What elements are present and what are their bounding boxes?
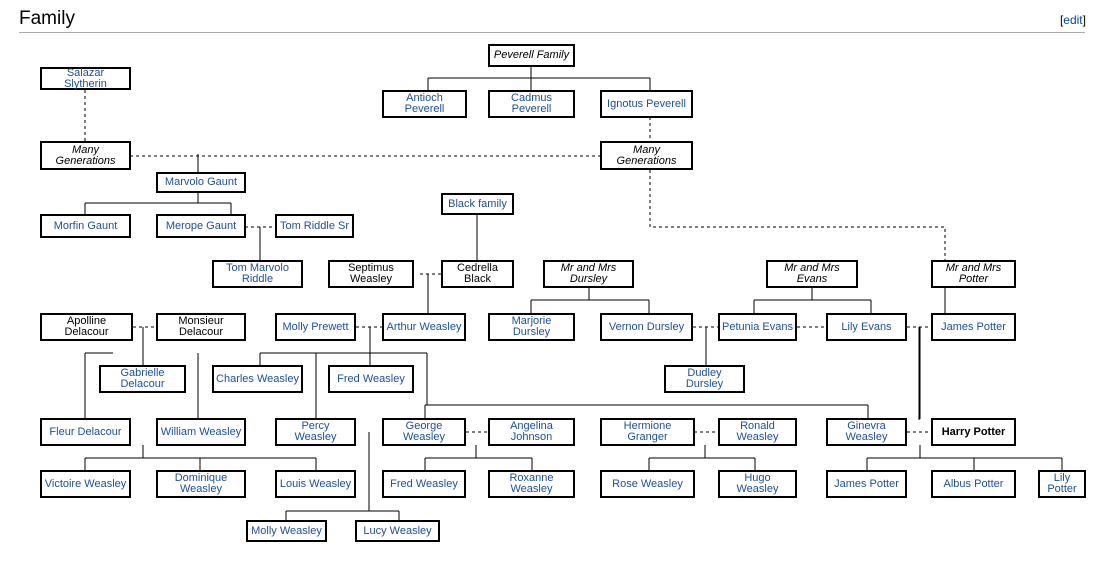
node-percy-weasley[interactable]: Percy Weasley	[275, 418, 356, 446]
node-ignotus-peverell[interactable]: Ignotus Peverell	[600, 90, 693, 118]
node-victoire-weasley[interactable]: Victoire Weasley	[40, 470, 131, 498]
node-apolline-delacour: Apolline Delacour	[40, 313, 133, 341]
edit-link[interactable]: edit	[1063, 13, 1083, 27]
node-angelina-johnson[interactable]: Angelina Johnson	[488, 418, 575, 446]
node-ronald-weasley[interactable]: Ronald Weasley	[718, 418, 797, 446]
node-william-weasley[interactable]: William Weasley	[156, 418, 246, 446]
node-albus-potter[interactable]: Albus Potter	[931, 470, 1016, 498]
section-heading: Family	[19, 8, 75, 29]
node-louis-weasley[interactable]: Louis Weasley	[275, 470, 356, 498]
node-lily-potter[interactable]: Lily Potter	[1038, 470, 1086, 498]
node-many-generations-right: Many Generations	[600, 141, 693, 170]
node-james-potter[interactable]: James Potter	[931, 313, 1016, 341]
node-hugo-weasley[interactable]: Hugo Weasley	[718, 470, 797, 498]
node-roxanne-weasley[interactable]: Roxanne Weasley	[488, 470, 575, 498]
node-mr-mrs-potter: Mr and Mrs Potter	[931, 260, 1016, 288]
node-rose-weasley[interactable]: Rose Weasley	[600, 470, 695, 498]
node-petunia-evans[interactable]: Petunia Evans	[718, 313, 797, 341]
node-morfin-gaunt[interactable]: Morfin Gaunt	[40, 214, 131, 238]
node-molly-weasley[interactable]: Molly Weasley	[246, 520, 327, 542]
node-mr-mrs-dursley: Mr and Mrs Dursley	[543, 260, 634, 288]
node-charles-weasley[interactable]: Charles Weasley	[212, 365, 303, 393]
node-harry-potter: Harry Potter	[931, 418, 1016, 446]
node-george-weasley[interactable]: George Weasley	[382, 418, 466, 446]
node-fred-weasley-2[interactable]: Fred Weasley	[382, 470, 466, 498]
node-salazar-slytherin[interactable]: Salazar Slytherin	[40, 67, 131, 90]
node-antioch-peverell[interactable]: Antioch Peverell	[382, 90, 467, 118]
node-dominique-weasley[interactable]: Dominique Weasley	[156, 470, 246, 498]
node-arthur-weasley[interactable]: Arthur Weasley	[382, 313, 466, 341]
node-ginevra-weasley[interactable]: Ginevra Weasley	[826, 418, 907, 446]
node-black-family[interactable]: Black family	[441, 193, 514, 215]
node-tom-riddle-sr[interactable]: Tom Riddle Sr	[275, 214, 354, 238]
node-cadmus-peverell[interactable]: Cadmus Peverell	[488, 90, 575, 118]
node-marvolo-gaunt[interactable]: Marvolo Gaunt	[156, 172, 246, 193]
node-james-potter-2[interactable]: James Potter	[826, 470, 907, 498]
node-monsieur-delacour: Monsieur Delacour	[156, 313, 246, 341]
node-septimus-weasley: Septimus Weasley	[328, 260, 414, 288]
node-many-generations-left: Many Generations	[40, 141, 131, 170]
node-peverell-family: Peverell Family	[488, 44, 575, 67]
node-cedrella-black: Cedrella Black	[441, 260, 514, 288]
node-gabrielle-delacour[interactable]: Gabrielle Delacour	[99, 365, 186, 393]
node-mr-mrs-evans: Mr and Mrs Evans	[766, 260, 858, 288]
node-vernon-dursley[interactable]: Vernon Dursley	[600, 313, 693, 341]
node-marjorie-dursley[interactable]: Marjorie Dursley	[488, 313, 575, 341]
node-tom-marvolo-riddle[interactable]: Tom Marvolo Riddle	[212, 260, 303, 288]
node-fleur-delacour[interactable]: Fleur Delacour	[40, 418, 131, 446]
node-lily-evans[interactable]: Lily Evans	[826, 313, 907, 341]
node-fred-weasley[interactable]: Fred Weasley	[328, 365, 414, 393]
edit-section: [edit]	[1059, 13, 1086, 27]
node-lucy-weasley[interactable]: Lucy Weasley	[355, 520, 440, 542]
heading-divider	[19, 32, 1085, 33]
node-hermione-granger[interactable]: Hermione Granger	[600, 418, 695, 446]
node-merope-gaunt[interactable]: Merope Gaunt	[156, 214, 246, 238]
node-dudley-dursley[interactable]: Dudley Dursley	[664, 365, 745, 393]
node-molly-prewett[interactable]: Molly Prewett	[275, 313, 356, 341]
